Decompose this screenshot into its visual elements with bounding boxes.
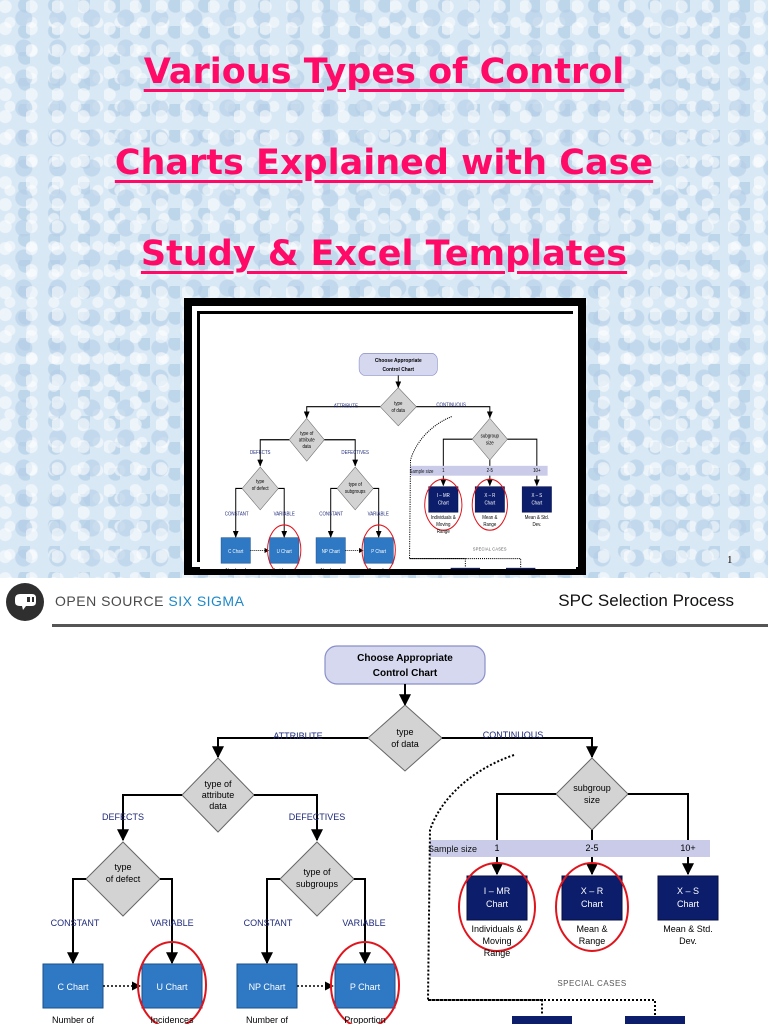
size-10-label: 10+ (680, 843, 695, 853)
np-chart-label: NP Chart (249, 982, 286, 992)
c-chart-box (42, 963, 104, 1009)
svg-text:type: type (396, 727, 413, 737)
svg-text:attribute: attribute (202, 790, 235, 800)
variable-label-2: VARIABLE (342, 918, 385, 928)
svg-text:Number of: Number of (52, 1015, 95, 1024)
spc-selection-page: OPEN SOURCE SIX SIGMA SPC Selection Proc… (0, 578, 768, 1024)
svg-text:Individuals &: Individuals & (471, 924, 522, 934)
special-cases-label: SPECIAL CASES (557, 979, 626, 988)
svg-text:Moving: Moving (482, 936, 511, 946)
size-1-label: 1 (494, 843, 499, 853)
flowchart-thumbnail (200, 314, 576, 569)
attribute-label: ATTRIBUTE (273, 731, 322, 741)
imr-chart-highlight (458, 862, 536, 952)
spc-flowchart: Choose Appropriate Control Chart type of… (42, 645, 719, 1024)
brand-name: OPEN SOURCE SIX SIGMA (55, 593, 244, 609)
constant-label-2: CONSTANT (244, 918, 293, 928)
ewma-chart-box (625, 1016, 685, 1024)
svg-text:Range: Range (579, 936, 606, 946)
svg-text:Incidences: Incidences (150, 1015, 194, 1024)
slide-title-line-3: Study & Excel Templates (140, 234, 628, 274)
slide-title-line-1: Various Types of Control (143, 52, 625, 92)
sample-size-band (430, 840, 710, 857)
svg-text:data: data (209, 801, 227, 811)
svg-text:Choose Appropriate: Choose Appropriate (357, 653, 453, 664)
c-chart-label: C Chart (57, 982, 89, 992)
cusum-chart-box (512, 1016, 572, 1024)
type-of-subgroups-diamond (279, 841, 355, 917)
svg-text:Dev.: Dev. (679, 936, 697, 946)
xr-chart-highlight (555, 862, 629, 952)
subgroup-size-diamond (555, 757, 629, 831)
imr-chart-box (466, 875, 528, 921)
svg-text:Range: Range (484, 948, 511, 958)
sample-size-label: Sample size (428, 844, 477, 854)
svg-text:type: type (114, 862, 131, 872)
size-2-5-label: 2-5 (585, 843, 598, 853)
attribute-data-diamond (181, 757, 255, 833)
defects-label: DEFECTS (102, 812, 144, 822)
svg-text:type of: type of (204, 779, 232, 789)
defectives-label: DEFECTIVES (289, 812, 346, 822)
svg-text:of data: of data (391, 739, 419, 749)
page-number: 1 (727, 554, 733, 566)
svg-text:X – S: X – S (677, 886, 699, 896)
u-chart-label: U Chart (156, 982, 188, 992)
constant-label-1: CONSTANT (51, 918, 100, 928)
svg-text:Chart: Chart (486, 899, 509, 909)
brand-part-2: SIX SIGMA (168, 593, 245, 609)
svg-text:X – R: X – R (581, 886, 604, 896)
type-of-defect-diamond (85, 841, 161, 917)
svg-text:Chart: Chart (581, 899, 604, 909)
start-label-line-1: Choose Appropriate (357, 653, 453, 664)
svg-text:Proportion: Proportion (344, 1015, 386, 1024)
svg-text:I – MR: I – MR (484, 886, 511, 896)
svg-text:Mean &: Mean & (576, 924, 607, 934)
xr-chart-box (561, 875, 623, 921)
p-chart-highlight (330, 941, 400, 1024)
title-slide: Various Types of Control Charts Explaine… (0, 0, 768, 578)
slide-title-line-2: Charts Explained with Case (114, 143, 654, 183)
start-label-line-2: Control Chart (373, 668, 438, 679)
svg-text:subgroups: subgroups (296, 879, 339, 889)
svg-text:type of: type of (303, 867, 331, 877)
svg-text:subgroup: subgroup (573, 783, 611, 793)
svg-text:size: size (584, 795, 600, 805)
type-of-data-diamond (367, 704, 443, 772)
u-chart-highlight (137, 941, 207, 1024)
flowchart-thumbnail-frame (184, 298, 586, 575)
svg-text:of defect: of defect (106, 874, 141, 884)
xs-chart-box (657, 875, 719, 921)
svg-text:Chart: Chart (677, 899, 700, 909)
p-chart-box (334, 963, 396, 1009)
u-chart-box (141, 963, 203, 1009)
p-chart-label: P Chart (350, 982, 381, 992)
special-cases-path (426, 754, 543, 1015)
page-title: SPC Selection Process (558, 591, 734, 610)
continuous-label: CONTINUOUS (483, 730, 544, 740)
open-source-six-sigma-logo (6, 583, 44, 621)
variable-label-1: VARIABLE (150, 918, 193, 928)
brand-part-1: OPEN SOURCE (55, 593, 164, 609)
flowchart-thumbnail-svg (200, 314, 576, 569)
svg-text:Number of: Number of (246, 1015, 289, 1024)
header-divider (52, 624, 768, 627)
svg-text:Mean & Std.: Mean & Std. (663, 924, 713, 934)
